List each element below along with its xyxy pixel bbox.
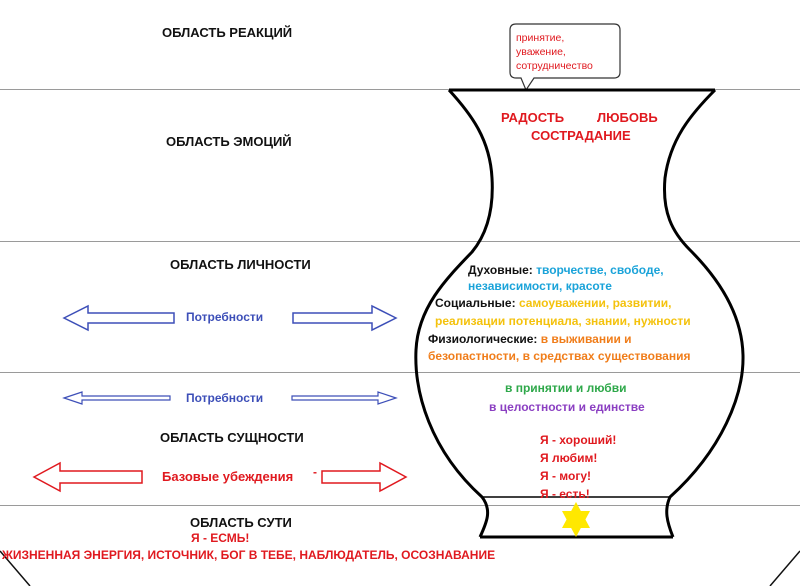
label-needs-essence: Потребности xyxy=(186,391,264,405)
label-beliefs-dot: - xyxy=(313,465,317,479)
essence-need-acceptance: в принятии и любви xyxy=(505,381,627,395)
star-icon xyxy=(562,502,590,537)
separator-reactions xyxy=(0,89,800,90)
region-title-core: ОБЛАСТЬ СУТИ xyxy=(190,515,292,530)
separator-personality xyxy=(0,372,800,373)
speech-bubble xyxy=(509,23,621,92)
essence-need-wholeness: в целостности и единстве xyxy=(489,400,645,414)
vase-outline-right xyxy=(662,88,745,538)
bubble-text: принятие, уважение, сотрудничество xyxy=(516,31,593,73)
region-title-essence: ОБЛАСТЬ СУЩНОСТИ xyxy=(160,430,304,445)
bubble-line: принятие, xyxy=(516,32,565,44)
separator-essence xyxy=(0,505,800,506)
core-description: ЖИЗНЕННАЯ ЭНЕРГИЯ, ИСТОЧНИК, БОГ В ТЕБЕ,… xyxy=(2,548,496,562)
region-title-personality: ОБЛАСТЬ ЛИЧНОСТИ xyxy=(170,257,311,272)
label-beliefs: Базовые убеждения xyxy=(162,469,294,484)
needs-physio-text: в выживании и xyxy=(540,332,632,346)
needs-spiritual-line2: независимости, красоте xyxy=(468,279,612,293)
emotion-compassion: СОСТРАДАНИЕ xyxy=(531,128,631,143)
belief-can: Я - могу! xyxy=(540,469,592,483)
arrow-right-needs-personality xyxy=(292,304,398,332)
belief-loved: Я любим! xyxy=(540,451,598,465)
arrow-right-needs-essence xyxy=(291,391,398,405)
region-title-reactions: ОБЛАСТЬ РЕАКЦИЙ xyxy=(162,25,293,40)
needs-physio-line2: безопастности, в средствах существования xyxy=(428,349,691,363)
label-needs-personality: Потребности xyxy=(186,310,264,324)
needs-spiritual-text: творчестве, свободе, xyxy=(536,263,664,277)
emotion-joy: РАДОСТЬ xyxy=(501,110,565,125)
needs-physio-row: Физиологические: в выживании и xyxy=(428,332,632,346)
needs-social-row: Социальные: самоуважении, развитии, xyxy=(435,296,671,310)
base-triangle xyxy=(0,550,800,586)
emotion-love: ЛЮБОВЬ xyxy=(597,110,658,125)
needs-spiritual-label: Духовные: xyxy=(468,263,533,277)
arrow-right-beliefs xyxy=(321,461,408,493)
needs-physio-label: Физиологические: xyxy=(428,332,538,346)
needs-social-text: самоуважении, развитии, xyxy=(518,296,672,310)
core-iam: Я - ЕСМЬ! xyxy=(191,531,250,545)
arrow-left-needs-essence xyxy=(62,391,171,405)
bubble-line: уважение, xyxy=(516,46,566,58)
region-title-emotions: ОБЛАСТЬ ЭМОЦИЙ xyxy=(166,134,292,149)
arrow-left-beliefs xyxy=(32,461,143,493)
belief-good: Я - хороший! xyxy=(540,433,617,447)
arrow-left-needs-personality xyxy=(62,304,175,332)
needs-social-label: Социальные: xyxy=(435,296,516,310)
bubble-line: сотрудничество xyxy=(516,60,593,72)
vase-outline-left xyxy=(414,88,494,538)
belief-exist: Я - есть! xyxy=(540,487,590,501)
needs-spiritual-row: Духовные: творчестве, свободе, xyxy=(468,263,664,277)
needs-social-line2: реализации потенциала, знании, нужности xyxy=(435,314,691,328)
separator-emotions xyxy=(0,241,800,242)
